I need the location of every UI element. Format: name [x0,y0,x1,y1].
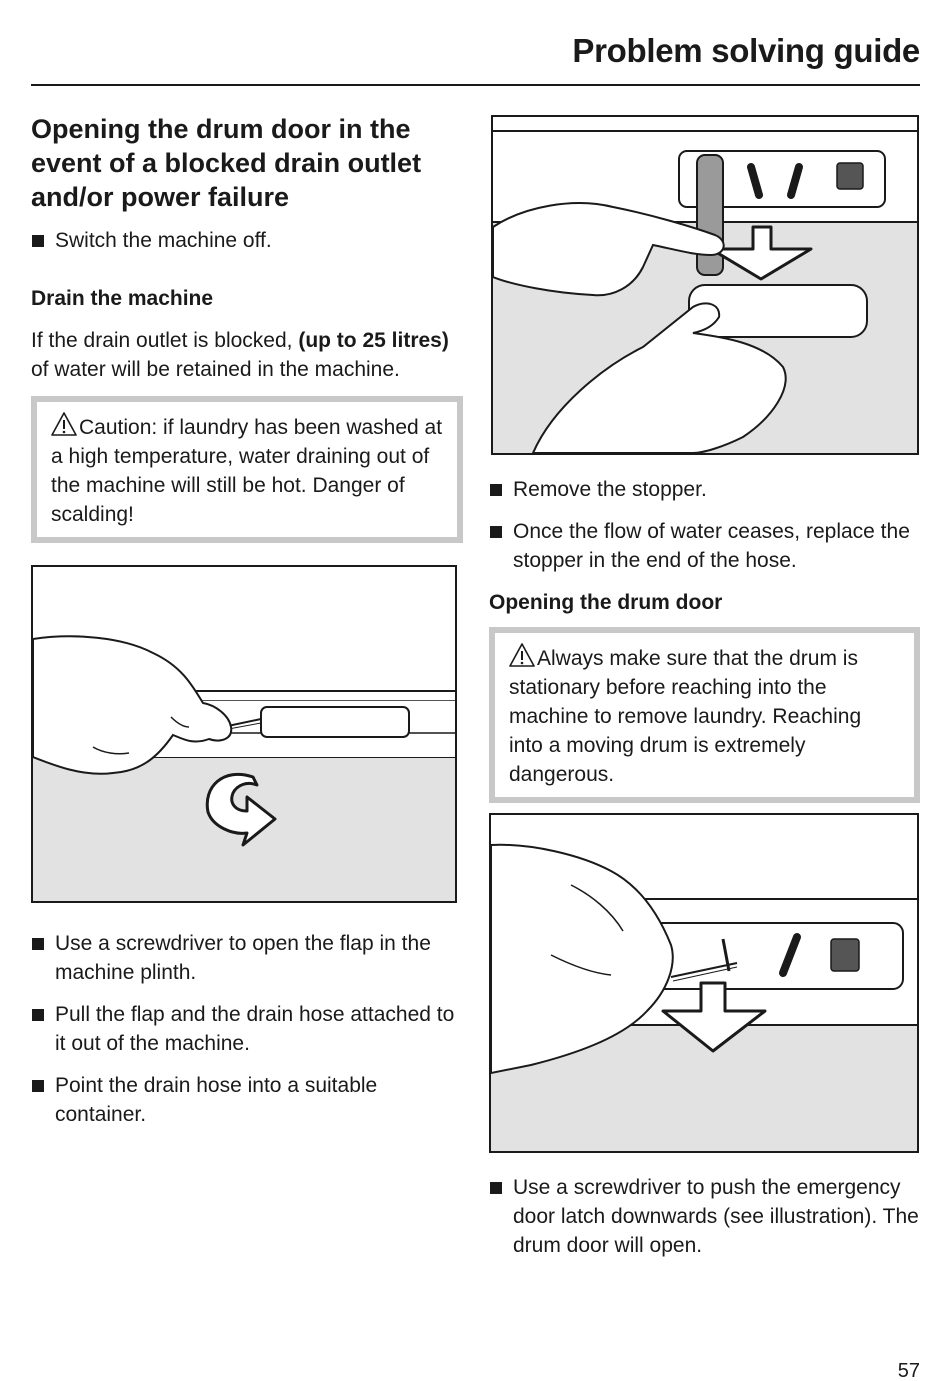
step-switch-off: Switch the machine off. [31,226,463,255]
warning-triangle-icon [51,412,77,436]
drain-heading: Drain the machine [31,287,214,310]
drain-text-part1: If the drain outlet is blocked, [31,329,299,352]
illustration-screwdriver-flap [33,635,455,901]
warning-triangle-icon [509,643,535,667]
drain-text-part2: of water will be retained in the machine… [31,358,400,381]
caution-box: Caution: if laundry has been washed at a… [31,396,463,543]
caution-text: Caution: if laundry has been washed at a… [51,416,443,526]
illustration-emergency-latch [491,815,917,1151]
left-column: Opening the drum door in the event of a … [31,112,463,1129]
step-point-hose: Point the drain hose into a suitable con… [31,1071,463,1129]
figure-emergency-latch [489,813,919,1153]
door-heading: Opening the drum door [489,591,723,614]
right-column: Remove the stopper. Once the flow of wat… [489,115,920,1260]
section-title-line: and/or power failure [31,182,290,212]
figure-open-plinth-flap [31,565,457,903]
step-push-latch: Use a screwdriver to push the emergency … [489,1173,920,1260]
figure-remove-stopper [491,115,919,455]
drain-text-bold: (up to 25 litres) [298,329,449,352]
section-title-line: event of a blocked drain outlet [31,148,422,178]
page-number: 57 [897,1360,920,1381]
warning-text: Always make sure that the drum is statio… [509,647,862,786]
warning-box: Always make sure that the drum is statio… [489,627,920,803]
step-open-flap: Use a screwdriver to open the flap in th… [31,929,463,987]
header-rule [31,84,920,86]
step-remove-stopper: Remove the stopper. [489,475,920,504]
page-header-title: Problem solving guide [572,32,920,69]
step-pull-flap: Pull the flap and the drain hose attache… [31,1000,463,1058]
section-title: Opening the drum door in the event of a … [31,112,463,214]
drain-paragraph: If the drain outlet is blocked, (up to 2… [31,326,463,384]
section-title-line: Opening the drum door in the [31,114,411,144]
illustration-hose-stopper [493,117,917,453]
step-replace-stopper: Once the flow of water ceases, replace t… [489,517,920,575]
